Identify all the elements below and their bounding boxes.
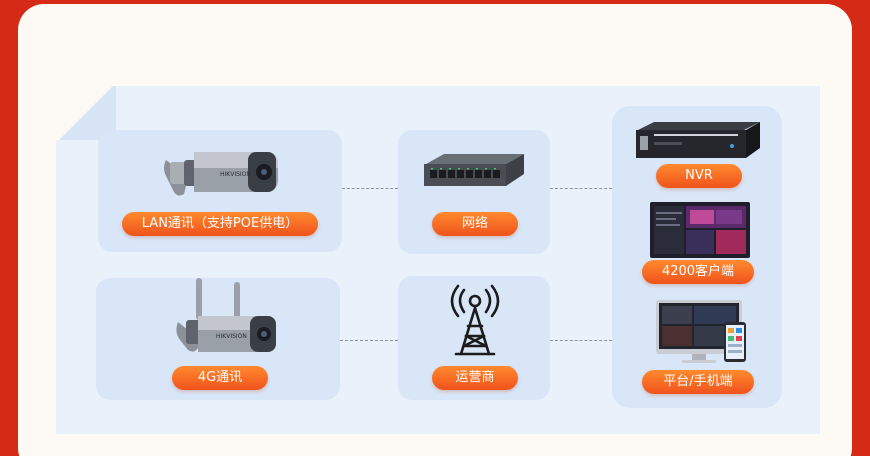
nvr-label: NVR bbox=[656, 164, 742, 188]
camera-brand-text: HIKVISION bbox=[216, 333, 247, 340]
network-switch-icon bbox=[424, 154, 524, 186]
connector-carrier-output bbox=[550, 340, 612, 341]
network-label: 网络 bbox=[432, 212, 518, 236]
connector-network-output bbox=[550, 188, 612, 189]
bullet-camera-icon: HIKVISION bbox=[164, 152, 278, 196]
bullet-camera-antenna-icon: HIKVISION bbox=[176, 278, 276, 352]
connector-lan-network bbox=[342, 188, 398, 189]
connector-4g-carrier bbox=[340, 340, 398, 341]
desktop-mobile-icon bbox=[656, 300, 746, 363]
lan-camera-label: LAN通讯（支持POE供电） bbox=[122, 212, 318, 236]
cell-tower-icon bbox=[450, 284, 500, 356]
camera-brand-text: HIKVISION bbox=[220, 171, 251, 178]
carrier-label: 运营商 bbox=[432, 366, 518, 390]
platform-label: 平台/手机端 bbox=[642, 370, 754, 394]
client-label: 4200客户端 bbox=[642, 260, 754, 284]
4g-camera-label: 4G通讯 bbox=[172, 366, 268, 390]
nvr-recorder-icon bbox=[636, 122, 760, 158]
monitor-client-icon bbox=[650, 202, 750, 258]
